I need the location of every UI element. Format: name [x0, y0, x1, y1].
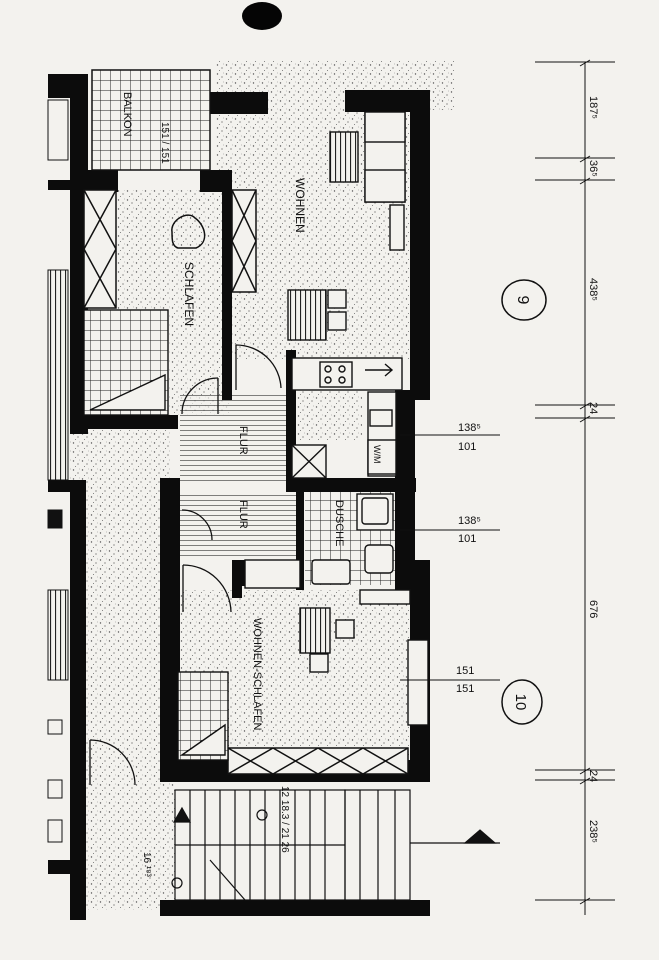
- wall-room-left: [160, 478, 180, 778]
- unit-label-10: 10: [512, 694, 529, 711]
- dim-chain-2: 438⁵: [587, 278, 599, 301]
- label-schlafen: SCHLAFEN: [182, 262, 196, 326]
- bath-fixtures: [311, 493, 394, 585]
- kitchen: [291, 357, 403, 479]
- room-labels: BALKON 151 / 151 WOHNEN SCHLAFEN FLUR FL…: [121, 92, 599, 877]
- flur-lower-stripes: [180, 495, 300, 560]
- dim-window-1-top: 138⁵: [458, 422, 481, 434]
- dim-chain-0: 187⁵: [587, 96, 599, 119]
- floor-stair-landing: [85, 780, 175, 910]
- label-dusche: DUSCHE: [333, 500, 345, 546]
- floor-kitchen: [292, 390, 362, 440]
- dim-chain-3: 24: [587, 402, 599, 414]
- wall-left-lower: [70, 480, 86, 690]
- dim-window-3-top: 151: [456, 665, 474, 677]
- flur-upper-stripes: [180, 395, 290, 485]
- wall-very-bottom: [160, 900, 430, 916]
- dim-window-1-bottom: 101: [458, 441, 476, 453]
- dim-chain-5: 24: [587, 770, 599, 782]
- door-swings: [89, 344, 282, 786]
- wall-schlafen-bottom: [88, 415, 178, 429]
- label-flur-upper: FLUR: [237, 426, 249, 455]
- dim-window-2-top: 138⁵: [458, 515, 481, 527]
- label-balkon-dim: 151 / 151: [159, 122, 170, 164]
- dim-window-3-bottom: 151: [456, 683, 474, 695]
- unit-markers: [501, 279, 547, 725]
- wall-top-mid: [210, 92, 268, 114]
- wall-kitchen-left: [286, 350, 296, 490]
- wall-schlafen-right: [222, 170, 232, 400]
- balkon: [91, 69, 211, 171]
- wall-right-upper: [410, 90, 430, 400]
- label-stair-note: 12 18.3 / 21 26: [279, 786, 290, 853]
- wohnen-furniture: [287, 111, 406, 341]
- unit-label-9: 9: [514, 296, 531, 305]
- wall-bath-top: [286, 478, 416, 492]
- unit-marker-10: [501, 679, 543, 725]
- wardrobes: [83, 189, 409, 775]
- wall-right-mid: [395, 390, 415, 590]
- dresser: [171, 214, 206, 249]
- wall-schlafen-top-left: [88, 170, 118, 192]
- wall-top-right: [345, 90, 430, 112]
- dim-chain-1: 36⁵: [587, 160, 599, 177]
- label-wohnen: WOHNEN: [293, 178, 307, 233]
- dim-window-2-bottom: 101: [458, 533, 476, 545]
- wall-left-bottom: [70, 680, 86, 920]
- floor-corridor: [70, 430, 170, 780]
- stairwell: [171, 789, 500, 901]
- wall-bath-left: [296, 490, 304, 590]
- beds: [83, 309, 229, 761]
- dimension-chain: [400, 59, 615, 915]
- label-wm: W/M: [372, 445, 382, 464]
- label-flur-lower: FLUR: [237, 500, 249, 529]
- balkon-tiles: [92, 70, 210, 170]
- dim-chain-6: 238⁵: [587, 820, 599, 843]
- label-stair-note2: 16 ¹⁸³: [141, 852, 152, 877]
- dim-chain-4: 676: [587, 600, 599, 618]
- unit-marker-9: [501, 279, 547, 321]
- exterior-stairs: [47, 99, 69, 843]
- label-balkon: BALKON: [121, 92, 133, 137]
- label-wohnen-schlafen: WOHNEN-SCHLAFEN: [251, 618, 263, 731]
- punch-hole: [242, 2, 282, 30]
- wohnen-schlafen-furniture: [244, 559, 429, 726]
